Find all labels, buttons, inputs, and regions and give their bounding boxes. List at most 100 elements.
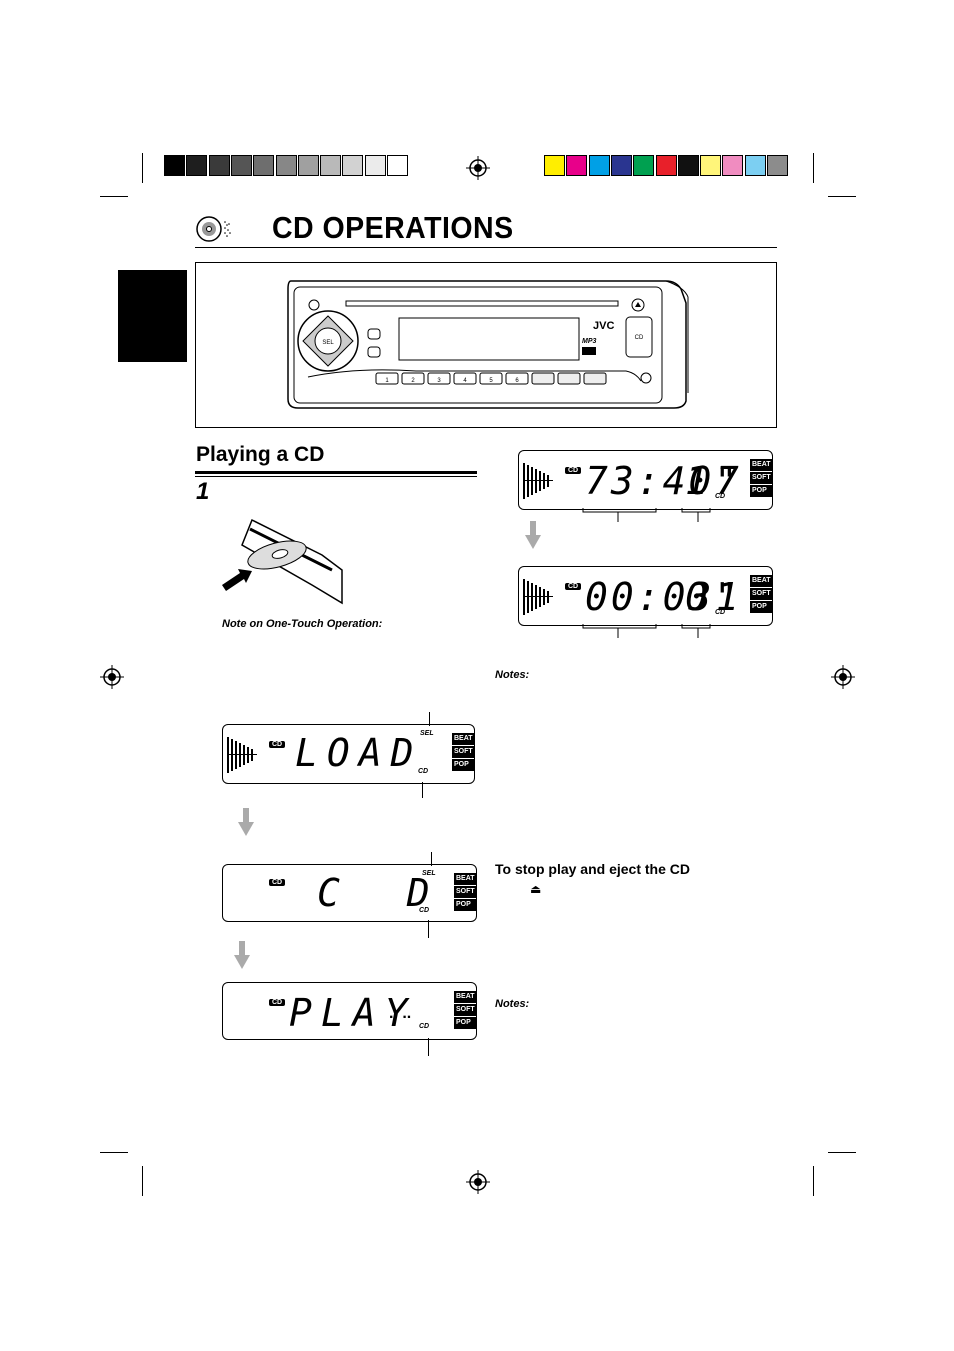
- color-swatch: [588, 155, 610, 176]
- lcd-text: C D: [317, 871, 452, 915]
- registration-target-icon: [466, 156, 490, 180]
- preset-button: [479, 372, 503, 385]
- bracket-callouts: [582, 508, 711, 522]
- color-swatch: [610, 155, 632, 176]
- mode-beat: BEAT: [750, 575, 773, 587]
- notes-heading-1: Notes:: [495, 669, 530, 681]
- mode-pop: POP: [750, 485, 773, 497]
- mode-pop: POP: [452, 759, 475, 771]
- preset-button: [453, 372, 477, 385]
- callout-line: [428, 1038, 429, 1056]
- registration-target-icon: [831, 665, 855, 689]
- gray-swatch: [275, 155, 297, 176]
- gray-swatch: [253, 155, 275, 176]
- lcd-play-display: CD PLAY .. .. CD BEAT SOFT POP: [222, 982, 477, 1040]
- mode-beat: BEAT: [454, 991, 477, 1003]
- mode-soft: SOFT: [454, 886, 477, 898]
- gray-swatch: [342, 155, 364, 176]
- lcd-track: 01: [685, 575, 747, 619]
- sound-mode-stack: BEAT SOFT POP: [750, 459, 773, 497]
- section-rule: [195, 471, 477, 474]
- preset-label: 6: [515, 378, 519, 384]
- color-swatch: [700, 155, 722, 176]
- sound-mode-stack: BEAT SOFT POP: [454, 873, 477, 911]
- title-rule: [195, 247, 777, 248]
- down-arrow-icon: [234, 941, 250, 969]
- lcd-cd-display: CD C D SEL CD BEAT SOFT POP: [222, 864, 477, 922]
- callout-line: [422, 782, 423, 798]
- cd-disc-icon: [196, 216, 231, 242]
- color-swatch: [633, 155, 655, 176]
- registration-target-icon: [466, 1170, 490, 1194]
- gray-swatch: [164, 155, 185, 176]
- cd-badge: CD: [565, 583, 582, 590]
- preset-button: [557, 372, 581, 385]
- mode-soft: SOFT: [750, 472, 773, 484]
- section-rule-thin: [195, 476, 477, 477]
- cd-disc-indicator: CD: [418, 768, 429, 775]
- preset-button: [505, 372, 529, 385]
- color-swatch: [744, 155, 766, 176]
- page-title: CD OPERATIONS: [272, 210, 514, 245]
- callout-line: [429, 712, 430, 726]
- crop-mark: [142, 153, 143, 183]
- registration-target-icon: [100, 665, 124, 689]
- stop-eject-heading: To stop play and eject the CD: [495, 861, 690, 877]
- lcd-total-time-display: CD 73:40" 17 CD BEAT SOFT POP: [518, 450, 773, 510]
- color-swatch: [722, 155, 744, 176]
- mode-pop: POP: [454, 1017, 477, 1029]
- crop-mark: [100, 1152, 128, 1153]
- lcd-text: PLAY: [289, 991, 417, 1035]
- mode-beat: BEAT: [452, 733, 475, 745]
- lcd-track: 17: [685, 459, 747, 503]
- sound-mode-stack: BEAT SOFT POP: [750, 575, 773, 613]
- color-swatch: [566, 155, 588, 176]
- gray-swatch: [208, 155, 230, 176]
- gray-swatch: [230, 155, 252, 176]
- sel-badge: SEL: [420, 730, 434, 737]
- language-tab: [118, 270, 187, 362]
- gray-swatch: [387, 155, 408, 176]
- cd-disc-indicator: CD: [419, 1023, 430, 1030]
- notes-heading-2: Notes:: [495, 998, 530, 1010]
- gray-swatch: [320, 155, 342, 176]
- crop-mark: [828, 1152, 856, 1153]
- insert-arrow-icon: [222, 569, 252, 591]
- preset-button: [401, 372, 425, 385]
- preset-label: 3: [437, 378, 441, 384]
- preset-label: 5: [489, 378, 493, 384]
- color-swatch: [767, 155, 788, 176]
- disc-insertion-illustration: [222, 518, 343, 605]
- mode-soft: SOFT: [454, 1004, 477, 1016]
- level-meter-left-icon: [523, 579, 553, 615]
- gray-swatch: [364, 155, 386, 176]
- eject-icon: ⏏: [530, 882, 542, 896]
- mp3-logo: MP3: [582, 338, 597, 345]
- cd-badge: CD: [565, 467, 582, 474]
- lcd-dots: .. ..: [389, 1005, 412, 1022]
- cd-badge: CD: [269, 999, 286, 1006]
- cd-badge: CD: [269, 741, 286, 748]
- lcd-time: 00:03": [585, 575, 741, 619]
- preset-button: [531, 372, 555, 385]
- crop-mark: [828, 196, 856, 197]
- gray-swatch: [297, 155, 319, 176]
- down-arrow-icon: [238, 808, 254, 836]
- level-meter-left-icon: [227, 737, 257, 773]
- mode-beat: BEAT: [454, 873, 477, 885]
- mode-soft: SOFT: [750, 588, 773, 600]
- sel-knob-label: SEL: [322, 340, 334, 346]
- gray-swatch: [186, 155, 208, 176]
- cd-badge: CD: [269, 879, 286, 886]
- mode-pop: POP: [454, 899, 477, 911]
- cd-button-label: CD: [635, 335, 644, 341]
- preset-label: 1: [385, 378, 389, 384]
- callout-line: [428, 920, 429, 938]
- lcd-elapsed-time-display: CD 00:03" 01 CD BEAT SOFT POP: [518, 566, 773, 626]
- cd-disc-indicator: CD: [419, 907, 430, 914]
- color-swatch: [655, 155, 677, 176]
- lcd-load-display: CD LOAD SEL CD BEAT SOFT POP: [222, 724, 475, 784]
- section-heading: Playing a CD: [196, 443, 325, 466]
- brand-logo: JVC: [593, 320, 614, 332]
